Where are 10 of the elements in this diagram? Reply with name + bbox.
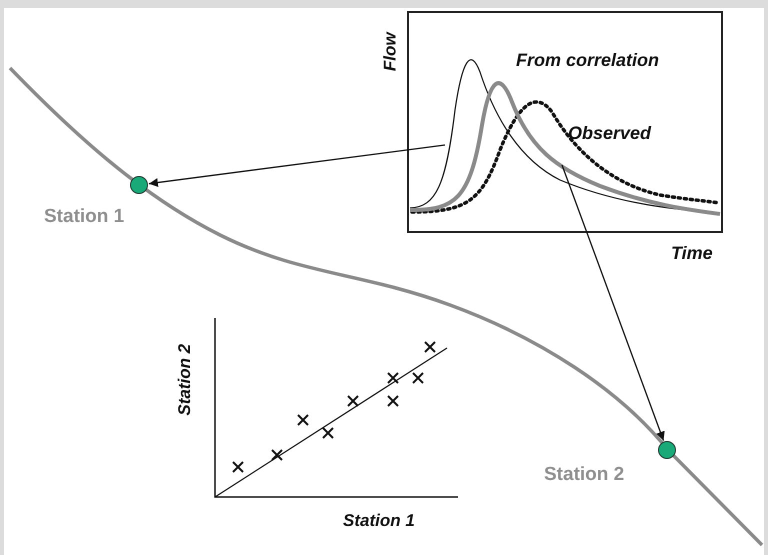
axis-label: Time — [671, 242, 713, 265]
axis-label: Observed — [568, 122, 652, 145]
axis-label: Station 1 — [343, 510, 415, 532]
axis-label: From correlation — [516, 49, 660, 72]
station-label: Station 2 — [544, 463, 624, 487]
axis-label: Station 2 — [174, 344, 196, 416]
axis-label: Flow — [379, 32, 400, 72]
arrow — [561, 164, 665, 441]
station-label: Station 1 — [44, 205, 124, 229]
arrow — [148, 144, 446, 187]
